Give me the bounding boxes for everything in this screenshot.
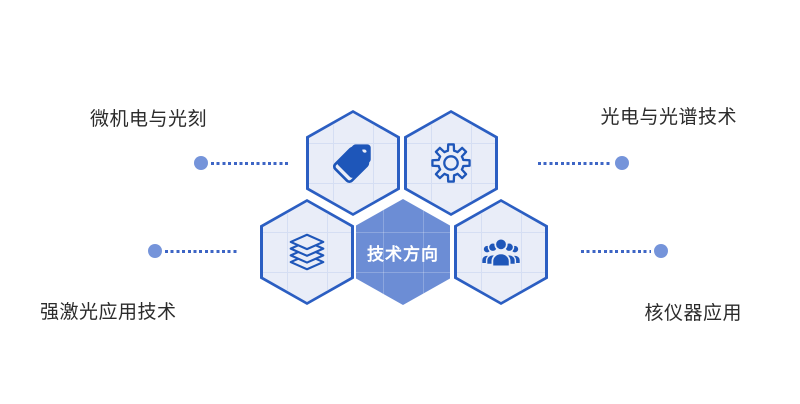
connector-top-right [535, 156, 629, 170]
label-bottom-right: 核仪器应用 [644, 303, 742, 324]
connector-endpoint-circle [148, 244, 162, 258]
label-bottom-left: 强激光应用技术 [40, 302, 177, 323]
connector-bottom-left [148, 244, 240, 258]
connector-dotted-line [538, 161, 612, 165]
connector-bottom-right [578, 244, 668, 258]
connector-endpoint-circle [654, 244, 668, 258]
hex-node-center: 技术方向 [356, 199, 450, 305]
hex-node-top-left [306, 110, 400, 216]
connector-endpoint-circle [194, 156, 208, 170]
hex-node-bottom-left [260, 199, 354, 305]
label-top-right: 光电与光谱技术 [600, 107, 737, 128]
diagram-title: 技术方向 [367, 244, 439, 264]
connector-dotted-line [581, 249, 651, 253]
connector-dotted-line [165, 249, 237, 253]
people-icon [482, 237, 520, 268]
tag-icon [332, 144, 371, 184]
layers-icon [289, 233, 325, 271]
hex-node-top-right [404, 110, 498, 216]
connector-dotted-line [211, 161, 290, 165]
label-top-left: 微机电与光刻 [90, 109, 208, 130]
connector-top-left [194, 156, 293, 170]
gear-icon [431, 143, 471, 183]
connector-endpoint-circle [615, 156, 629, 170]
hex-node-bottom-right [454, 199, 548, 305]
